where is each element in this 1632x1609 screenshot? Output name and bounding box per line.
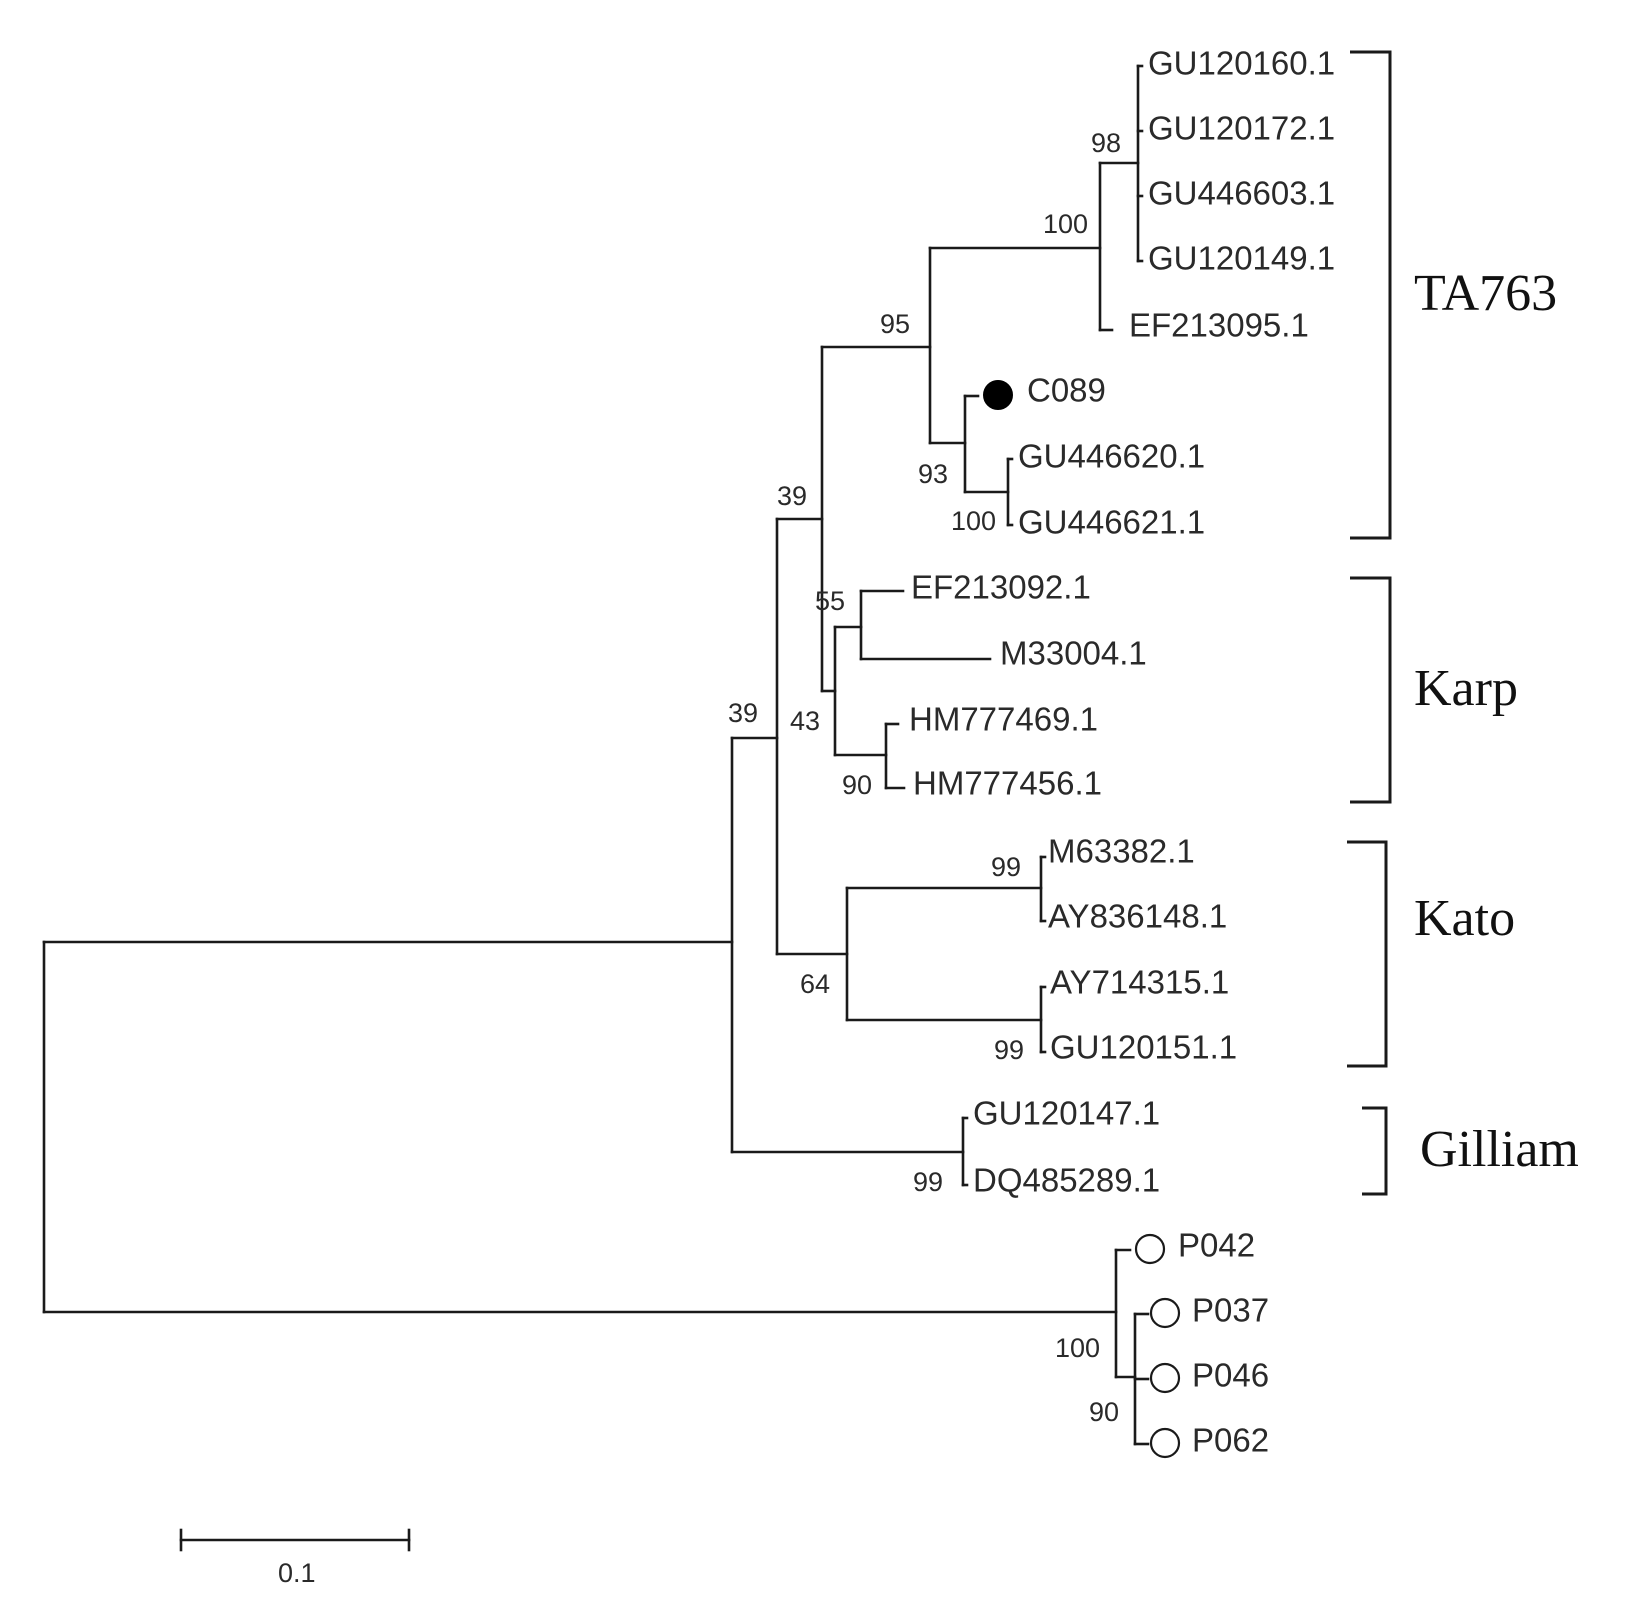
leaf-label-p042: P042 <box>1178 1227 1255 1264</box>
leaf-label-ay714315: AY714315.1 <box>1050 964 1229 1001</box>
support-value-100-p: 100 <box>1055 1333 1100 1363</box>
leaf-label-ay836148: AY836148.1 <box>1048 898 1227 935</box>
support-value-99-m63382: 99 <box>991 852 1021 882</box>
scale-bar: 0.1 <box>179 1528 411 1588</box>
leaf-label-ef213095: EF213095.1 <box>1129 307 1309 344</box>
leaf-label-m33004: M33004.1 <box>1000 635 1147 672</box>
support-value-43: 43 <box>790 706 820 736</box>
support-value-93: 93 <box>918 459 948 489</box>
leaf-label-gu446620: GU446620.1 <box>1018 438 1205 475</box>
group-label-kato: Kato <box>1414 890 1515 947</box>
group-label-karp: Karp <box>1414 660 1518 717</box>
leaf-label-p062: P062 <box>1192 1422 1269 1459</box>
support-value-99-gilliam: 99 <box>913 1167 943 1197</box>
leaf-label-p046: P046 <box>1192 1357 1269 1394</box>
support-value-39-upper: 39 <box>777 481 807 511</box>
leaf-label-hm777456: HM777456.1 <box>913 765 1102 802</box>
group-label-gilliam: Gilliam <box>1420 1121 1579 1178</box>
group-brackets <box>1347 50 1392 1196</box>
leaf-label-gu120151: GU120151.1 <box>1050 1029 1237 1066</box>
leaf-markers <box>983 380 1181 1459</box>
leaf-label-gu120149: GU120149.1 <box>1148 240 1335 277</box>
leaf-label-gu120147: GU120147.1 <box>973 1095 1160 1132</box>
leaf-label-m63382: M63382.1 <box>1048 833 1195 870</box>
support-value-64: 64 <box>800 969 830 999</box>
tree-branches <box>42 64 1150 1446</box>
leaf-labels: GU120160.1 GU120172.1 GU446603.1 GU12014… <box>909 45 1335 1459</box>
support-values: 98 100 95 93 100 39 55 43 90 39 99 64 99… <box>728 128 1121 1427</box>
support-value-98: 98 <box>1091 128 1121 158</box>
support-value-39-lower: 39 <box>728 698 758 728</box>
leaf-label-gu120160: GU120160.1 <box>1148 45 1335 82</box>
group-label-ta763: TA763 <box>1414 265 1557 322</box>
leaf-label-gu446603: GU446603.1 <box>1148 175 1335 212</box>
leaf-label-hm777469: HM777469.1 <box>909 701 1098 738</box>
scale-bar-label: 0.1 <box>278 1558 316 1588</box>
leaf-label-gu446621: GU446621.1 <box>1018 504 1205 541</box>
bracket-karp <box>1350 576 1392 804</box>
leaf-label-c089: C089 <box>1027 372 1106 409</box>
support-value-90-hm: 90 <box>842 770 872 800</box>
leaf-label-dq485289: DQ485289.1 <box>973 1162 1160 1199</box>
support-value-90-p: 90 <box>1089 1397 1119 1427</box>
leaf-label-ef213092: EF213092.1 <box>911 569 1091 606</box>
support-value-55: 55 <box>815 586 845 616</box>
support-value-100-gu446620: 100 <box>951 506 996 536</box>
open-circle-marker-p042 <box>1134 1233 1166 1265</box>
support-value-100-top: 100 <box>1043 209 1088 239</box>
open-circle-marker-p037 <box>1149 1297 1181 1329</box>
filled-circle-marker-c089 <box>983 380 1013 410</box>
group-labels: TA763 Karp Kato Gilliam <box>1414 265 1579 1178</box>
support-value-95: 95 <box>880 309 910 339</box>
open-circle-marker-p062 <box>1149 1427 1181 1459</box>
leaf-label-gu120172: GU120172.1 <box>1148 110 1335 147</box>
open-circle-marker-p046 <box>1149 1362 1181 1394</box>
support-value-99-gu120151: 99 <box>994 1035 1024 1065</box>
bracket-kato <box>1347 840 1388 1068</box>
bracket-gilliam <box>1362 1106 1388 1196</box>
leaf-label-p037: P037 <box>1192 1292 1269 1329</box>
bracket-ta763 <box>1350 50 1392 540</box>
